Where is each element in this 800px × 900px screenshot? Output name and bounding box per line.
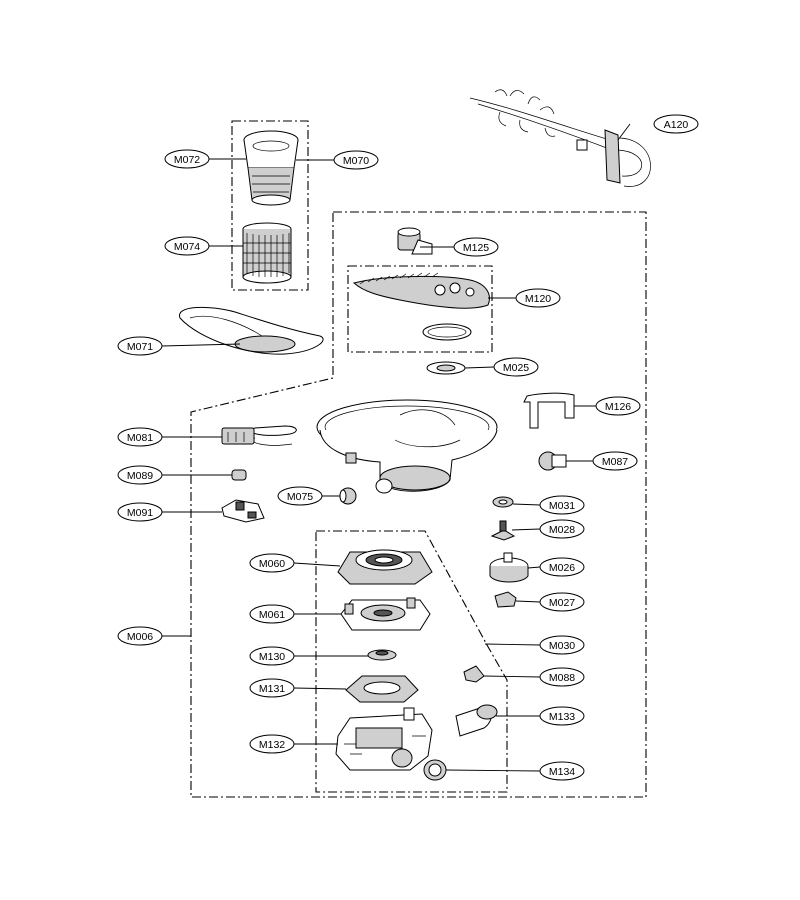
m061-part <box>340 597 431 631</box>
label-m075: M075 <box>287 491 313 503</box>
callout-m089: M089 <box>117 465 163 485</box>
label-m126: M126 <box>605 401 631 413</box>
m027-part <box>494 591 517 608</box>
label-m028: M028 <box>549 524 575 536</box>
label-m131: M131 <box>259 683 285 695</box>
label-m025: M025 <box>503 362 529 374</box>
label-m027: M027 <box>549 597 575 609</box>
callout-m026: M026 <box>539 557 585 577</box>
callout-m091: M091 <box>117 502 163 522</box>
callout-m088: M088 <box>539 667 585 687</box>
callout-m070: M070 <box>333 150 379 170</box>
label-m087: M087 <box>602 456 628 468</box>
label-m091: M091 <box>127 507 153 519</box>
callout-m130: M130 <box>249 646 295 666</box>
m028-part <box>490 520 516 541</box>
m126-part <box>523 392 575 429</box>
m120-group-box <box>347 265 493 353</box>
callout-m025: M025 <box>493 357 539 377</box>
m089-part <box>231 469 247 481</box>
callout-m072: M072 <box>164 149 210 169</box>
callout-m006: M006 <box>117 626 163 646</box>
m075-part <box>339 487 357 505</box>
m006-group-boundary <box>190 211 647 798</box>
m025-part <box>426 361 466 375</box>
wire-harness-part <box>469 89 651 187</box>
mesh-filter-plate-part <box>179 306 324 355</box>
label-m006: M006 <box>127 631 153 643</box>
label-m089: M089 <box>127 470 153 482</box>
label-m060: M060 <box>259 558 285 570</box>
callout-m081: M081 <box>117 427 163 447</box>
m133-part <box>455 704 498 737</box>
callout-m060: M060 <box>249 553 295 573</box>
leader-lines <box>161 123 631 772</box>
callout-m075: M075 <box>277 486 323 506</box>
label-m133: M133 <box>549 711 575 723</box>
callout-m131: M131 <box>249 678 295 698</box>
callout-m132: M132 <box>249 734 295 754</box>
fine-filter-part <box>242 222 292 284</box>
m070-group-box <box>231 120 309 291</box>
label-m070: M070 <box>343 155 369 167</box>
m088-part <box>463 665 485 683</box>
label-m130: M130 <box>259 651 285 663</box>
m131-part <box>345 675 419 703</box>
m125-part <box>397 227 433 255</box>
callout-m061: M061 <box>249 604 295 624</box>
callout-m126: M126 <box>595 396 641 416</box>
label-m074: M074 <box>174 241 200 253</box>
callout-m031: M031 <box>539 495 585 515</box>
callout-m120: M120 <box>515 288 561 308</box>
label-m030: M030 <box>549 640 575 652</box>
label-m120: M120 <box>525 293 551 305</box>
label-m072: M072 <box>174 154 200 166</box>
m134-part <box>423 759 447 781</box>
m091-part <box>221 499 265 523</box>
label-m134: M134 <box>549 766 575 778</box>
m120-part <box>352 272 490 341</box>
label-m088: M088 <box>549 672 575 684</box>
label-a120: A120 <box>664 119 689 131</box>
callout-m133: M133 <box>539 706 585 726</box>
m030-group-boundary <box>315 530 508 793</box>
m087-part <box>538 451 567 471</box>
callout-m071: M071 <box>117 336 163 356</box>
callout-m030: M030 <box>539 635 585 655</box>
label-m081: M081 <box>127 432 153 444</box>
callout-m125: M125 <box>453 237 499 257</box>
callout-m028: M028 <box>539 519 585 539</box>
m130-part <box>367 649 397 661</box>
m060-part <box>337 549 433 585</box>
m031-part <box>492 496 514 508</box>
callout-m027: M027 <box>539 592 585 612</box>
label-m026: M026 <box>549 562 575 574</box>
sump-assembly-part <box>316 399 498 494</box>
callout-m134: M134 <box>539 761 585 781</box>
heater-part <box>221 425 297 446</box>
label-m031: M031 <box>549 500 575 512</box>
callout-a120: A120 <box>653 114 699 134</box>
label-m132: M132 <box>259 739 285 751</box>
label-m125: M125 <box>463 242 489 254</box>
label-m061: M061 <box>259 609 285 621</box>
m132-part <box>335 707 433 771</box>
callout-m087: M087 <box>592 451 638 471</box>
callout-m074: M074 <box>164 236 210 256</box>
label-m071: M071 <box>127 341 153 353</box>
m026-part <box>489 552 529 583</box>
filter-assembly-part <box>243 130 299 206</box>
